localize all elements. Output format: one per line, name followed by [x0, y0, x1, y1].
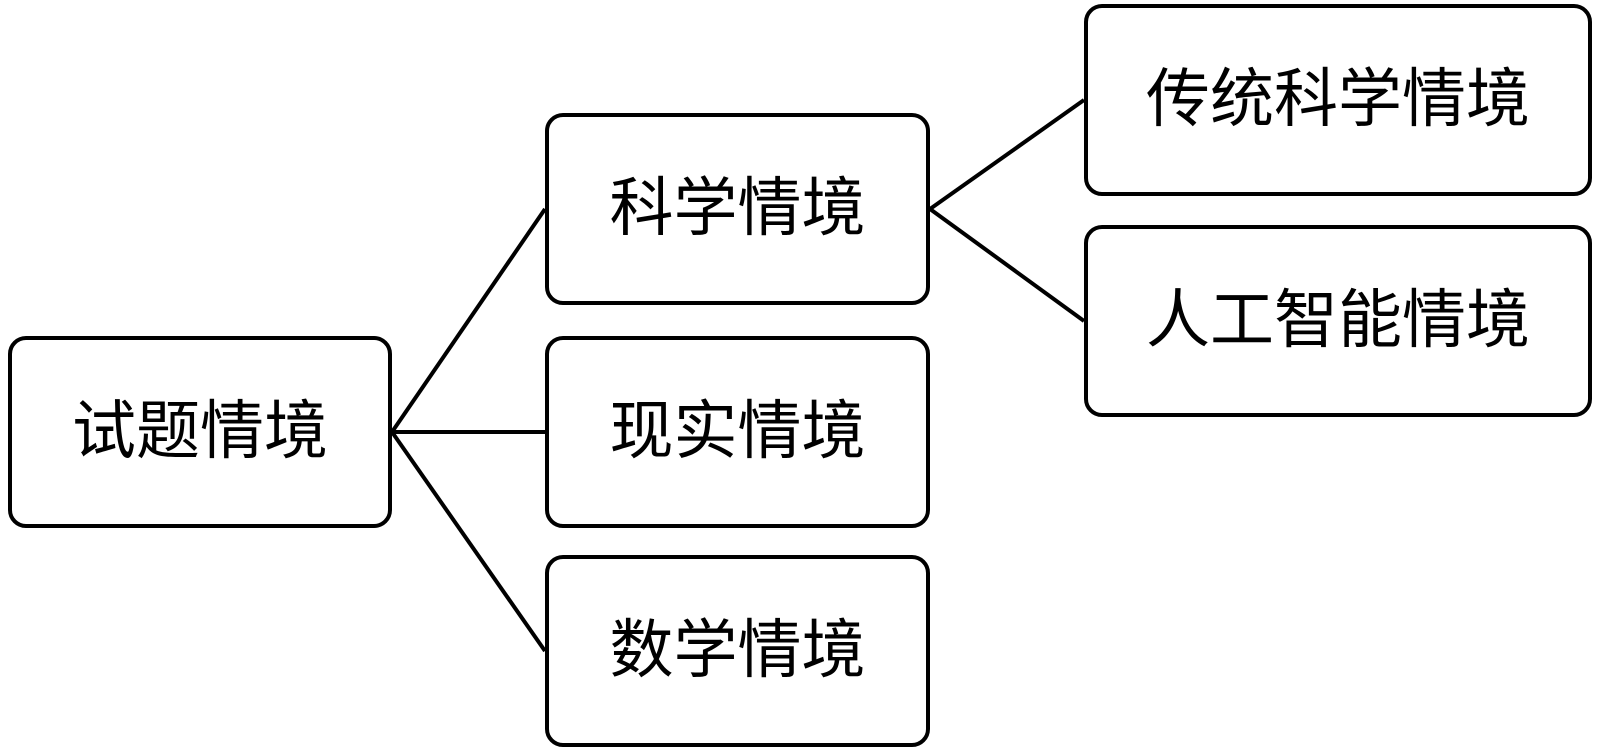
node-traditional-science-context: 传统科学情境 — [1084, 4, 1592, 196]
edge-science-to-ai — [928, 207, 1086, 323]
edge-root-to-science — [390, 207, 547, 434]
node-label-traditional-science: 传统科学情境 — [1146, 63, 1530, 137]
node-label-science: 科学情境 — [609, 172, 866, 246]
node-reality-context: 现实情境 — [545, 336, 930, 528]
node-label-reality: 现实情境 — [609, 395, 866, 469]
node-ai-context: 人工智能情境 — [1084, 225, 1592, 417]
root-node-label: 试题情境 — [72, 395, 328, 469]
node-label-math: 数学情境 — [609, 614, 866, 688]
node-label-ai: 人工智能情境 — [1146, 284, 1530, 358]
edge-science-to-traditional — [928, 98, 1086, 211]
edge-root-to-math — [390, 430, 547, 653]
node-science-context: 科学情境 — [545, 113, 930, 305]
node-math-context: 数学情境 — [545, 555, 930, 747]
root-node-test-context: 试题情境 — [8, 336, 392, 528]
